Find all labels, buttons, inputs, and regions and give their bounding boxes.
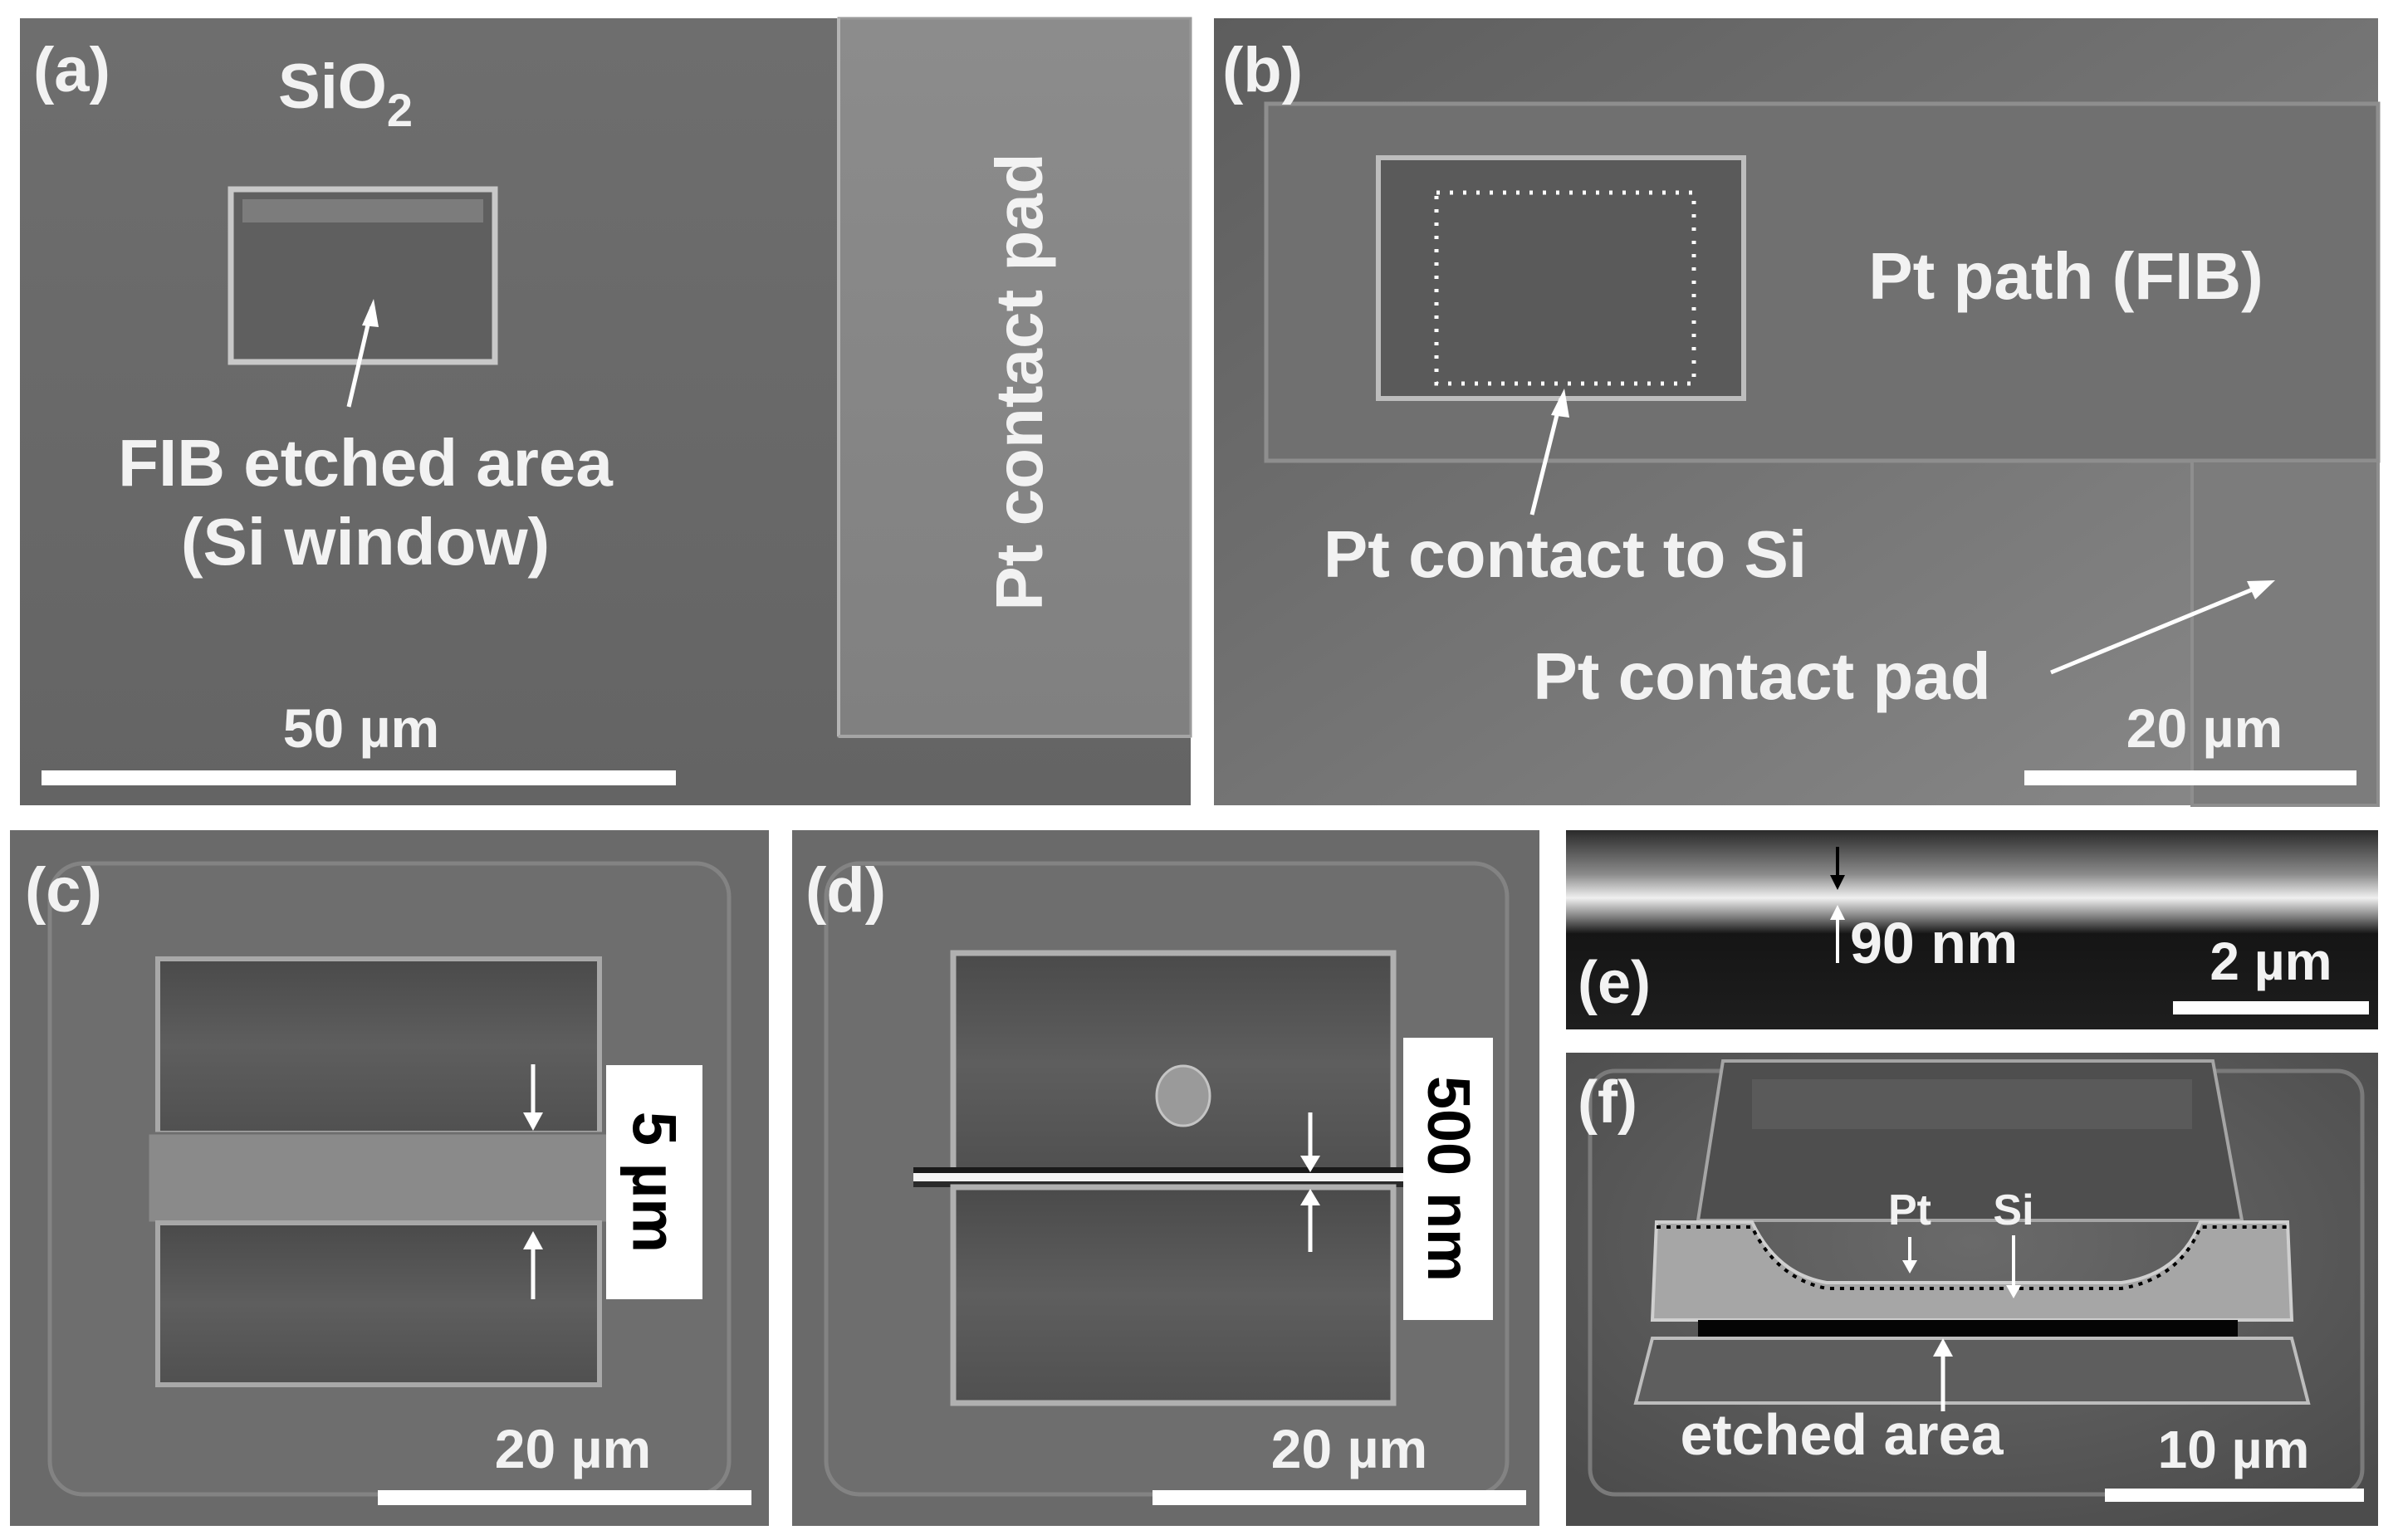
si-bridge-d xyxy=(913,1173,1403,1181)
scale-bar-b xyxy=(2024,770,2356,785)
width-label-box-d xyxy=(1403,1038,1493,1320)
scale-bar-f xyxy=(2105,1489,2364,1502)
upper-trench-d xyxy=(950,950,1397,1176)
scale-bar-e xyxy=(2173,1001,2369,1014)
pt-contact-to-si-label: Pt contact to Si xyxy=(1324,517,1807,591)
thickness-label: 90 nm xyxy=(1850,911,2018,975)
panel-a-label: (a) xyxy=(33,35,110,105)
debris-particle xyxy=(1155,1064,1211,1127)
etched-area-label-f: etched area xyxy=(1680,1402,2004,1467)
si-layer-label: Si xyxy=(1993,1186,2033,1234)
width-label-box-c xyxy=(606,1065,702,1299)
pt-contact-pad-label-b: Pt contact pad xyxy=(1533,639,1990,713)
pt-contact-pad-b xyxy=(2190,459,2380,807)
panel-c-label: (c) xyxy=(25,855,102,926)
scale-bar-c xyxy=(378,1490,751,1505)
panel-b-label: (b) xyxy=(1222,35,1303,105)
scale-bar-label-f: 10 µm xyxy=(2158,1420,2310,1479)
scale-bar-label-a: 50 µm xyxy=(283,697,439,759)
panel-e-label: (e) xyxy=(1578,950,1651,1016)
scale-bar-label-b: 20 µm xyxy=(2126,697,2283,759)
pt-layer-label: Pt xyxy=(1888,1186,1931,1234)
panel-b: (b) Pt path (FIB) Pt contact to Si Pt co… xyxy=(1214,18,2381,807)
panel-e-image xyxy=(1566,830,2378,1029)
pad-arrow xyxy=(2050,583,2263,675)
etched-area-label-line1: FIB etched area xyxy=(118,426,613,500)
panel-f-label: (f) xyxy=(1578,1069,1637,1136)
pt-contact-pad-a xyxy=(837,17,1192,738)
pt-contact-pad-label-a: Pt contact pad xyxy=(982,153,1056,610)
etched-area-label-line2: (Si window) xyxy=(181,505,550,579)
panel-d-label: (d) xyxy=(805,855,886,926)
pt-si-membrane xyxy=(1650,1220,2294,1322)
scale-bar-d xyxy=(1153,1490,1526,1505)
lower-trench-c xyxy=(155,1220,602,1387)
etched-gap xyxy=(1698,1320,2238,1338)
scale-bar-label-d: 20 µm xyxy=(1271,1418,1427,1479)
panel-c: 5 µm (c) 20 µm xyxy=(10,830,769,1526)
sio2-label: SiO2 xyxy=(278,51,413,136)
scale-bar-label-e: 2 µm xyxy=(2210,931,2332,991)
si-bridge-c xyxy=(146,1132,611,1225)
lower-trench-d xyxy=(950,1184,1397,1406)
contact-arrow xyxy=(1529,398,1564,516)
scale-bar-a xyxy=(42,770,676,785)
panel-f: Pt Si etched area (f) 10 µm xyxy=(1566,1053,2378,1526)
pt-path-label: Pt path (FIB) xyxy=(1868,239,2263,313)
panel-d: 500 nm (d) 20 µm xyxy=(792,830,1539,1526)
panel-a: (a) SiO2 FIB etched area (Si window) Pt … xyxy=(20,17,1192,805)
width-label-d: 500 nm xyxy=(1415,1076,1481,1282)
scale-bar-label-c: 20 µm xyxy=(495,1418,651,1479)
width-label-c: 5 µm xyxy=(620,1112,689,1253)
panel-e: 90 nm (e) 2 µm xyxy=(1566,830,2378,1029)
upper-trench-c xyxy=(155,956,602,1136)
